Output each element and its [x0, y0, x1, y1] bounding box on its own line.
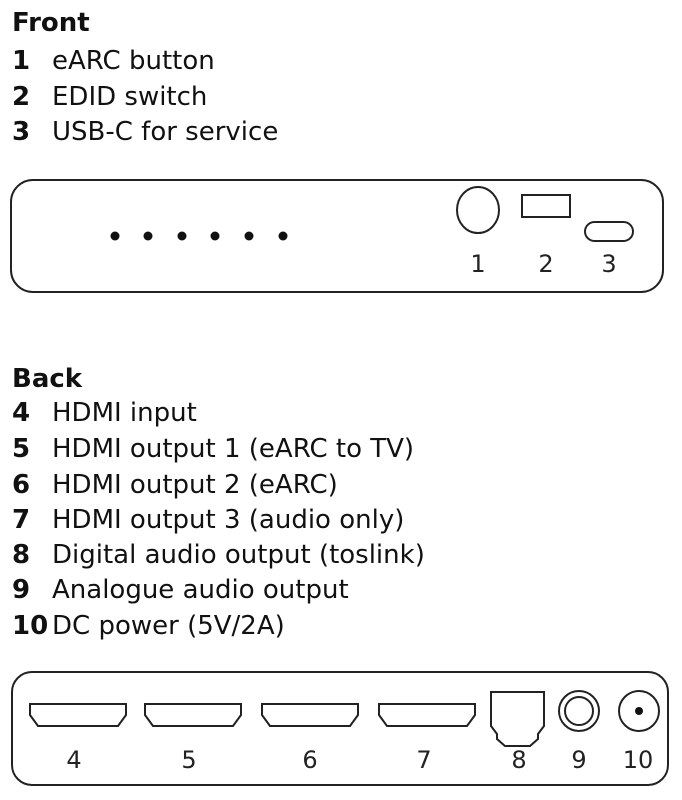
- back-panel: 4 5 6 7 8 9 10: [11, 671, 669, 786]
- port-label: 5: [181, 746, 196, 774]
- port-label: 7: [416, 746, 431, 774]
- hdmi-port-icon: [144, 703, 242, 727]
- hdmi-port-icon: [378, 703, 476, 727]
- back-heading: Back: [12, 364, 83, 394]
- port-label: 8: [511, 746, 526, 774]
- port-label: 6: [302, 746, 317, 774]
- hdmi-port-icon: [29, 703, 127, 727]
- port-label: 9: [571, 746, 586, 774]
- audio-jack-icon: [558, 690, 600, 732]
- port-label: 1: [470, 250, 485, 278]
- port-label: 4: [66, 746, 81, 774]
- edid-switch-icon: [521, 194, 571, 218]
- port-label: 3: [601, 250, 616, 278]
- port-label: 2: [538, 250, 553, 278]
- port-label: 10: [623, 746, 654, 774]
- led-indicators: [110, 231, 288, 241]
- earc-button-icon: [456, 186, 500, 234]
- usbc-port-icon: [584, 221, 634, 242]
- dc-power-icon: [618, 690, 660, 732]
- toslink-port-icon: [490, 691, 545, 747]
- hdmi-port-icon: [261, 703, 359, 727]
- front-heading: Front: [12, 8, 90, 38]
- front-panel: 1 2 3: [10, 179, 664, 293]
